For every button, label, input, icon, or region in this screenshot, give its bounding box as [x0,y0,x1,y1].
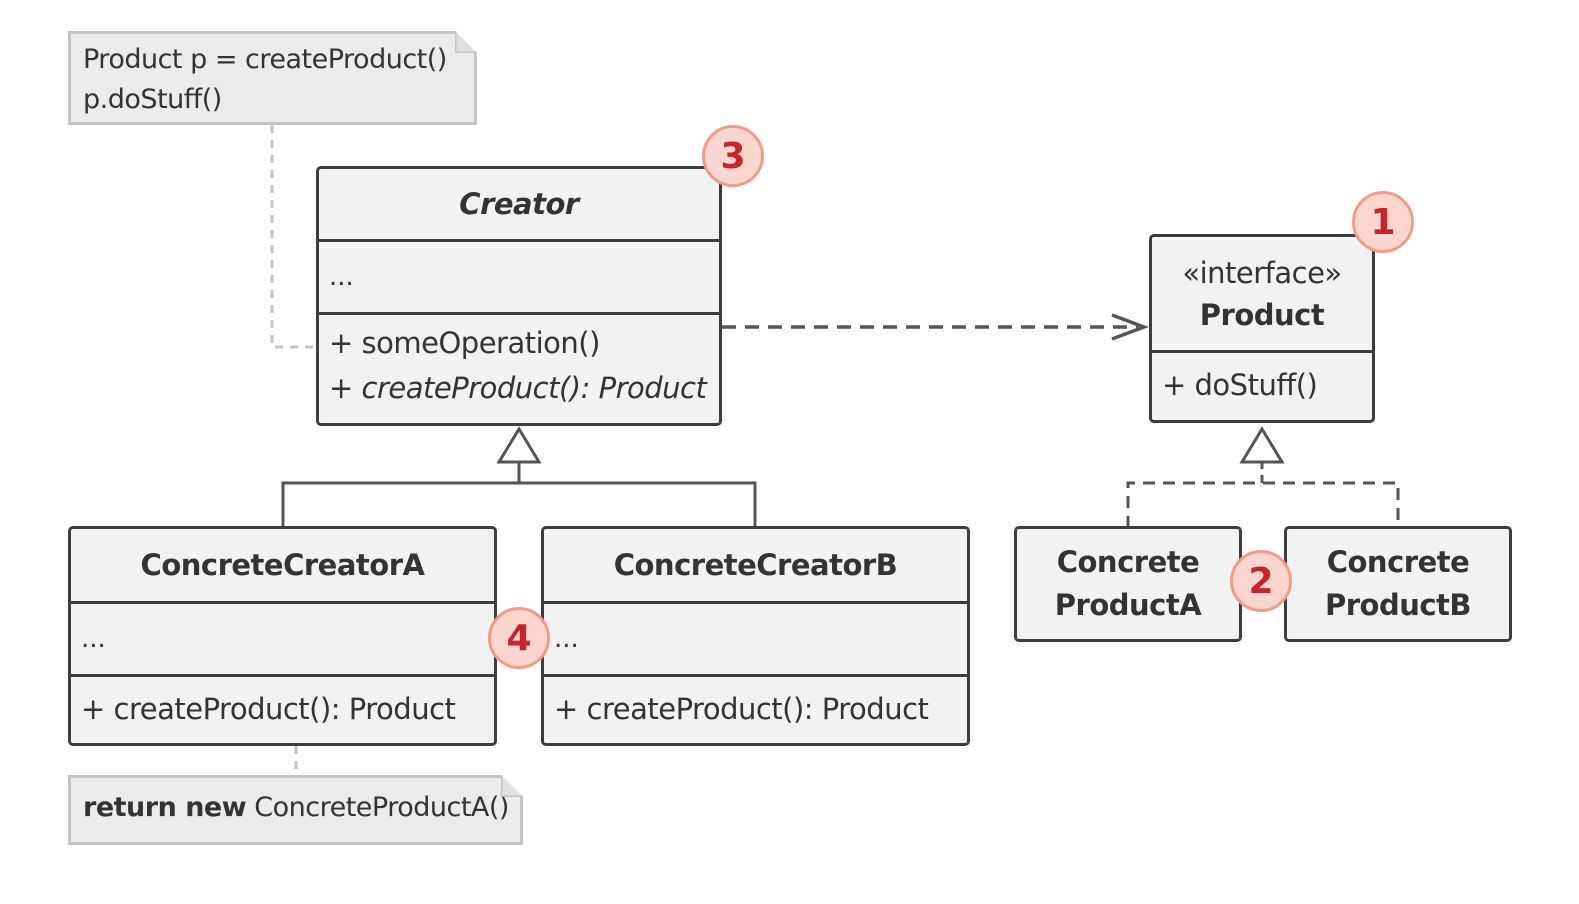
concrete-product-b-line2: ProductB [1324,588,1472,622]
concrete-creator-a-fields: ... [71,601,494,674]
step-badge-4: 4 [488,607,550,669]
concrete-creator-a-title: ConcreteCreatorA [140,548,425,582]
step-badge-2: 2 [1230,550,1292,612]
creator-operations: + someOperation() + createProduct(): Pro… [319,312,719,423]
realization-arrowhead-product [1239,426,1285,464]
client-note-line2: p.doStuff() [83,84,222,115]
creator-title: Creator [459,187,579,221]
concrete-creator-b-class: ConcreteCreatorB ... + createProduct(): … [541,526,970,746]
concrete-product-a-class: Concrete ProductA [1014,526,1242,642]
return-code-note: return new ConcreteProductA() [68,775,523,845]
concrete-creator-b-fields: ... [544,601,967,674]
concrete-creator-a-op-create-product: + createProduct(): Product [71,674,494,743]
return-note-keyword: return new [83,792,247,823]
step-badge-1: 1 [1352,191,1414,253]
concrete-product-b-line1: Concrete [1326,545,1470,579]
concrete-creator-b-op-create-product: + createProduct(): Product [544,674,967,743]
step-badge-3: 3 [702,125,764,187]
dependency-arrowhead [1111,313,1149,341]
creator-op-some-operation: + someOperation() [329,326,600,360]
return-note-value: ConcreteProductA() [254,792,509,823]
realization-lines-product [1126,481,1400,528]
concrete-creator-b-title: ConcreteCreatorB [613,548,898,582]
creator-class: Creator ... + someOperation() + createPr… [316,166,722,426]
product-op-do-stuff: + doStuff() [1152,350,1372,420]
concrete-creator-a-class: ConcreteCreatorA ... + createProduct(): … [68,526,497,746]
product-header: «interface» Product [1152,237,1372,350]
concrete-product-b-class: Concrete ProductB [1284,526,1512,642]
creator-op-create-product: + createProduct(): Product [329,371,707,405]
client-note-line1: Product p = createProduct() [83,44,447,75]
product-stereotype: «interface» [1182,255,1342,290]
concrete-product-a-line2: ProductA [1054,588,1202,622]
note-link-client [270,125,316,349]
inheritance-arrowhead-creator [496,426,542,464]
concrete-product-a-line1: Concrete [1056,545,1200,579]
product-title: Product [1199,297,1325,332]
client-code-note: Product p = createProduct() p.doStuff() [68,31,477,125]
note-fold-icon [501,775,523,797]
note-fold-icon [455,31,477,53]
inheritance-lines-creator [281,481,757,528]
product-interface: «interface» Product + doStuff() [1149,234,1375,423]
creator-fields: ... [319,239,719,312]
